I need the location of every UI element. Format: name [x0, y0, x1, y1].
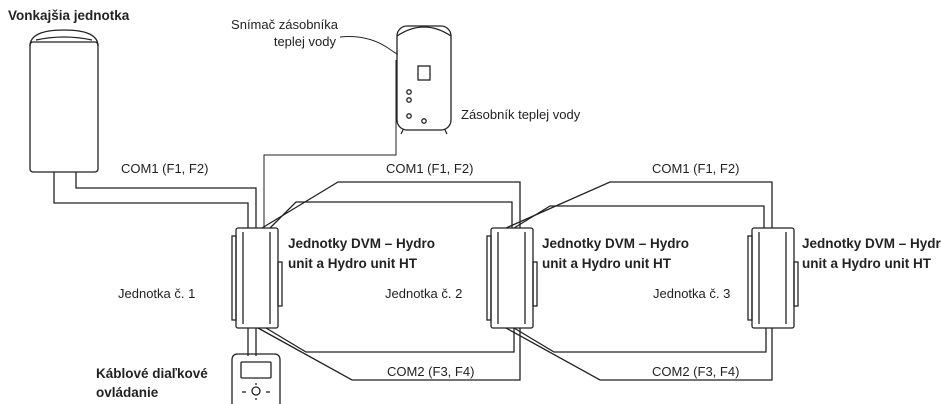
com2-wire-2-3: [505, 327, 773, 381]
tank-sensor-label-2: teplej vody: [273, 34, 336, 49]
com1-label-outdoor: COM1 (F1, F2): [121, 161, 209, 176]
hydro-unit-3-label-2: unit a Hydro unit HT: [802, 256, 931, 271]
hot-water-tank-shape: [396, 25, 452, 135]
outdoor-com1-wire: [53, 172, 249, 232]
com1-wire-2-3: [505, 181, 773, 232]
tank-sensor-wire: [339, 36, 399, 55]
com1-label-units-2-3: COM1 (F1, F2): [652, 161, 740, 176]
hydro-unit-1-label-2: unit a Hydro unit HT: [288, 256, 417, 271]
hot-water-tank-label: Zásobník teplej vody: [461, 107, 581, 122]
outdoor-unit-shape: [29, 29, 99, 173]
outdoor-unit-label: Vonkajšia jednotka: [8, 8, 130, 23]
hydro-unit-1-label-1: Jednotky DVM – Hydro: [288, 236, 436, 251]
hydro-unit-3-shape: [747, 227, 799, 329]
com2-wire-1-2: [257, 327, 521, 381]
tank-sensor-label-1: Snímač zásobníka: [231, 17, 338, 32]
unit-3-label: Jednotka č. 3: [653, 286, 731, 301]
tank-sensor-wire-down: [263, 60, 397, 232]
wired-remote-label-2: ovládanie: [96, 385, 159, 400]
com2-label-units-2-3: COM2 (F3, F4): [652, 364, 740, 379]
hydro-unit-3-label-1: Jednotky DVM – Hydro: [802, 236, 941, 251]
hydro-unit-2-shape: [486, 227, 538, 329]
unit-1-label: Jednotka č. 1: [118, 286, 196, 301]
unit-2-label: Jednotka č. 2: [385, 286, 463, 301]
com1-wire-1-2: [261, 181, 521, 232]
hydro-unit-1-shape: [231, 227, 283, 329]
hydro-unit-2-label-1: Jednotky DVM – Hydro: [542, 236, 690, 251]
hydro-unit-2-label-2: unit a Hydro unit HT: [542, 256, 671, 271]
com1-label-units-1-2: COM1 (F1, F2): [386, 161, 474, 176]
wired-remote-label-1: Káblové diaľkové: [96, 366, 208, 381]
com2-label-units-1-2: COM2 (F3, F4): [387, 364, 475, 379]
wired-remote-shape: [231, 353, 281, 404]
